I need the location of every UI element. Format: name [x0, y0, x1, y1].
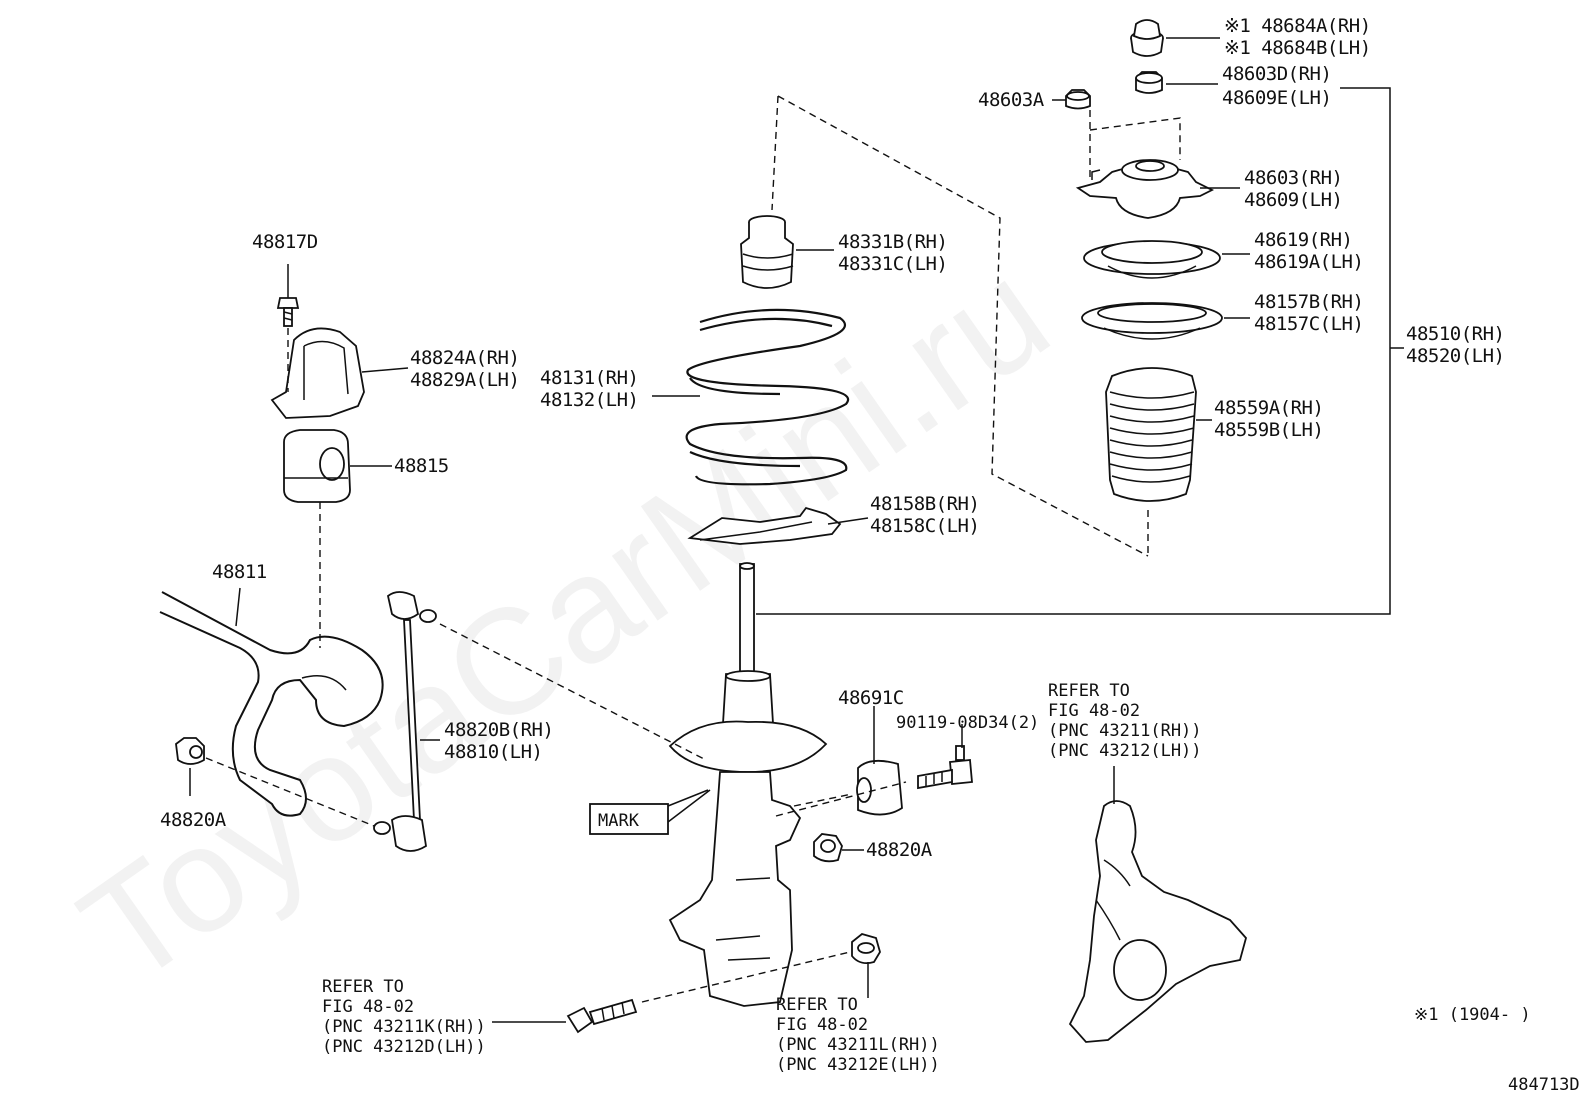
label-48603d: 48603D(RH): [1222, 63, 1331, 85]
label-48520: 48520(LH): [1406, 345, 1504, 367]
coil-spring-48131: [685, 308, 849, 486]
bracket-48824: [270, 327, 365, 419]
label-48158b: 48158B(RH): [870, 493, 979, 515]
refer-knuckle-line-4: (PNC 43212(LH)): [1048, 741, 1202, 761]
nut-lower-43211l: [851, 933, 881, 965]
refer-nut: REFER TO FIG 48-02 (PNC 43211L(RH)) (PNC…: [776, 995, 940, 1075]
refer-bolt-line-3: (PNC 43211K(RH)): [322, 1017, 486, 1037]
refer-nut-line-1: REFER TO: [776, 995, 858, 1015]
label-48619: 48619(RH): [1254, 229, 1352, 251]
label-48559a: 48559A(RH): [1214, 397, 1323, 419]
bump-stopper-48331: [740, 215, 794, 289]
label-48820a-left: 48820A: [160, 809, 227, 831]
label-48559b: 48559B(LH): [1214, 419, 1323, 441]
label-48815: 48815: [394, 455, 449, 477]
label-48829a: 48829A(LH): [410, 369, 519, 391]
label-48810: 48810(LH): [444, 741, 542, 763]
diagram-id: 484713D: [1508, 1075, 1580, 1095]
leader-lines: [189, 37, 1250, 1023]
label-48691c: 48691C: [838, 687, 904, 709]
stabilizer-dash-lines: [205, 328, 707, 827]
nut-48820a-right: [813, 833, 843, 863]
refer-knuckle: REFER TO FIG 48-02 (PNC 43211(RH)) (PNC …: [1048, 681, 1202, 761]
label-48132: 48132(LH): [540, 389, 638, 411]
upper-support-48603: [1075, 159, 1215, 219]
label-48157c: 48157C(LH): [1254, 313, 1363, 335]
bolt-48817d: [276, 297, 300, 327]
refer-bolt-line-1: REFER TO: [322, 977, 404, 997]
label-90119: 90119-08D34(2): [896, 713, 1039, 733]
insulator-48157: [1081, 302, 1223, 340]
refer-bolt: REFER TO FIG 48-02 (PNC 43211K(RH)) (PNC…: [322, 977, 486, 1057]
lower-insulator-48158: [687, 506, 842, 545]
bushing-48815: [283, 429, 351, 503]
label-48603: 48603(RH): [1244, 167, 1342, 189]
refer-nut-line-4: (PNC 43212E(LH)): [776, 1055, 940, 1075]
refer-nut-line-3: (PNC 43211L(RH)): [776, 1035, 940, 1055]
label-48131: 48131(RH): [540, 367, 638, 389]
assembly-bracket-48510: [756, 87, 1404, 615]
refer-nut-line-2: FIG 48-02: [776, 1015, 868, 1035]
label-48820a-right: 48820A: [866, 839, 933, 861]
refer-bolt-line-2: FIG 48-02: [322, 997, 414, 1017]
label-48510: 48510(RH): [1406, 323, 1504, 345]
label-48609e: 48609E(LH): [1222, 87, 1331, 109]
nut-48603a: [1065, 89, 1091, 110]
mark-callout: MARK: [589, 789, 711, 835]
label-48331b: 48331B(RH): [838, 231, 947, 253]
label-48609: 48609(LH): [1244, 189, 1342, 211]
label-48820b: 48820B(RH): [444, 719, 553, 741]
footnote: ※1 (1904- ): [1414, 1005, 1531, 1025]
label-48684b: ※1 48684B(LH): [1224, 37, 1371, 59]
label-48619a: 48619A(LH): [1254, 251, 1363, 273]
refer-knuckle-line-2: FIG 48-02: [1048, 701, 1140, 721]
label-48603a: 48603A: [978, 89, 1045, 111]
stabilizer-link-48820b: [373, 591, 437, 852]
refer-knuckle-line-3: (PNC 43211(RH)): [1048, 721, 1202, 741]
label-48817d: 48817D: [252, 231, 318, 253]
cap-48684: [1130, 19, 1164, 57]
label-48811: 48811: [212, 561, 267, 583]
bolt-90119: [917, 745, 973, 790]
nut-48820a-left: [175, 737, 205, 765]
label-48684a: ※1 48684A(RH): [1224, 15, 1371, 37]
shock-absorber-48510: [668, 562, 828, 1007]
label-48331c: 48331C(LH): [838, 253, 947, 275]
nut-48603d: [1135, 71, 1163, 94]
label-48158c: 48158C(LH): [870, 515, 979, 537]
refer-knuckle-line-1: REFER TO: [1048, 681, 1130, 701]
bellows-boot-48559: [1105, 367, 1197, 502]
mark-label: MARK: [598, 811, 640, 831]
stabilizer-bar-48811: [159, 591, 384, 817]
label-48157b: 48157B(RH): [1254, 291, 1363, 313]
spring-seat-48619: [1083, 240, 1221, 279]
lower-dash-lines: [641, 781, 907, 1003]
cam-48691c: [856, 759, 903, 816]
label-48824a: 48824A(RH): [410, 347, 519, 369]
refer-bolt-line-4: (PNC 43212D(LH)): [322, 1037, 486, 1057]
steering-knuckle: [1068, 800, 1247, 1043]
bolt-lower-43211k: [566, 998, 638, 1034]
